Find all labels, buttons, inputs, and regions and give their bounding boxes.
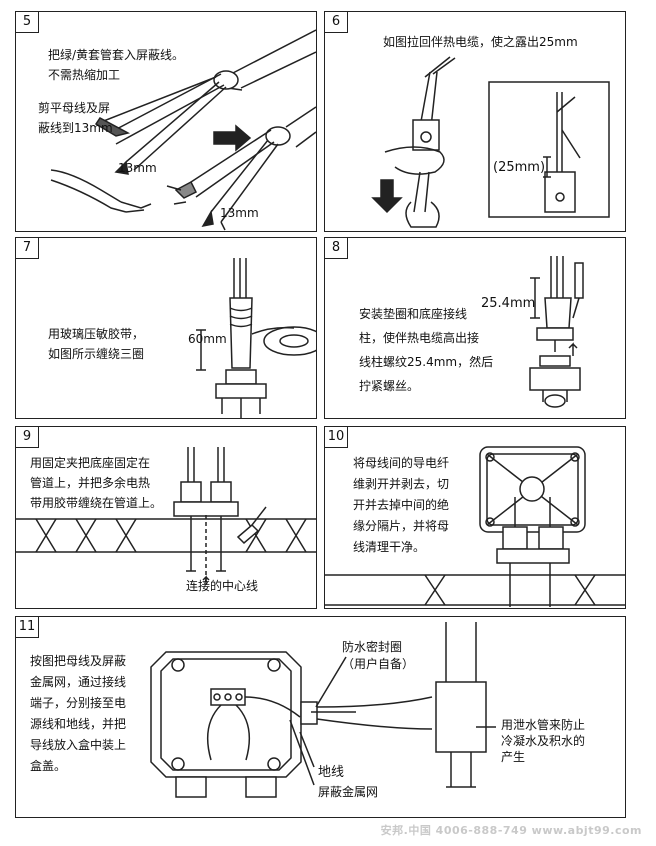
step-9-panel: 9 用固定夹把底座固定在 管道上，并把多余电热 带用胶带缠绕在管道上。 连接的中…: [15, 426, 317, 609]
step-number: 8: [325, 238, 348, 259]
step-number: 6: [325, 12, 348, 33]
step-9-instruction: 用固定夹把底座固定在 管道上，并把多余电热 带用胶带缠绕在管道上。: [30, 456, 163, 510]
pipe-mount-illustration: [16, 447, 316, 585]
step-number: 11: [16, 617, 39, 638]
seal-label: 防水密封圈 （用户自备）: [342, 640, 415, 671]
step-11-panel: 11 按图把母: [15, 616, 626, 818]
footer-watermark: 安邦.中国 4006-888-749 www.abjt99.com: [380, 824, 642, 837]
step-5-instruction-2: 剪平母线及屏 蔽线到13mm: [38, 101, 113, 135]
step-7-panel: 7 用玻璃压敏胶带， 如图所示缠绕三圈 60mm: [15, 237, 317, 419]
step-5-instruction-1: 把绿/黄套管套入屏蔽线。 不需热缩加工: [48, 48, 185, 82]
dimension-label: 13mm: [118, 161, 157, 175]
dimension-label: 25.4mm: [481, 296, 536, 311]
pull-back-cable-illustration: [371, 56, 610, 228]
step-11-instruction: 按图把母线及屏蔽 金属网，通过接线 端子，分别接至电 源线和地线，并把 导线放入…: [30, 654, 127, 773]
step-6-instruction: 如图拉回伴热电缆，使之露出25mm: [383, 35, 578, 49]
junction-box-illustration: [325, 446, 625, 607]
step-number: 5: [16, 12, 39, 33]
dimension-label: (25mm): [493, 160, 546, 175]
step-8-instruction: 安装垫圈和底座接线 柱，使伴热电缆高出接 线柱螺纹25.4mm，然后 拧紧螺丝。: [359, 307, 494, 393]
wiring-illustration: [150, 622, 496, 798]
dimension-label: 60mm: [188, 332, 227, 346]
centerline-label: 连接的中心线: [186, 579, 259, 593]
dimension-label: 13mm: [220, 206, 259, 220]
drain-pipe-label: 用泄水管来防止 冷凝水及积水的 产生: [501, 718, 586, 764]
step-number: 9: [16, 427, 39, 448]
step-10-panel: 10 将母线间的导电纤 维剥开并剥去，切 开并去掉中间的绝 缘分隔片，并将母 线…: [324, 426, 626, 609]
shield-mesh-label: 屏蔽金属网: [318, 785, 379, 799]
step-8-panel: 8 安装垫圈和底座接线 柱，使伴热电缆高出接 线柱螺纹25.4mm，然后 拧紧螺…: [324, 237, 626, 419]
step-6-panel: 6 如图拉回伴热电缆，使之露出25mm (25mm): [324, 11, 626, 232]
step-number: 7: [16, 238, 39, 259]
step-number: 10: [325, 427, 348, 448]
ground-wire-label: 地线: [318, 765, 345, 780]
step-5-panel: 5 把绿/黄套管套入屏蔽线。 不需热缩加工: [15, 11, 317, 232]
tape-wrap-illustration: [196, 258, 316, 418]
step-7-instruction: 用玻璃压敏胶带， 如图所示缠绕三圈: [48, 327, 145, 361]
base-terminal-illustration: [529, 256, 584, 408]
cable-cutting-illustration: [50, 29, 316, 231]
step-10-instruction: 将母线间的导电纤 维剥开并剥去，切 开并去掉中间的绝 缘分隔片，并将母 线清理干…: [353, 456, 450, 554]
